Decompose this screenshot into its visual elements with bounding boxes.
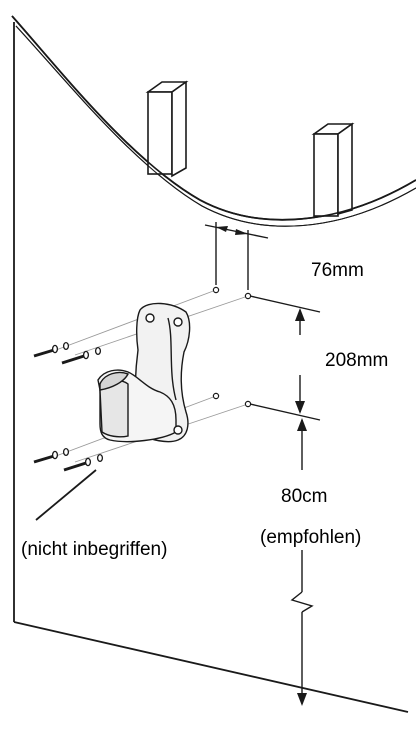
hole-bottom-left [212, 392, 220, 400]
dim-80-note: (empfohlen) [260, 527, 361, 548]
post-right [311, 122, 355, 217]
bracket-eyelet-top-right [173, 317, 183, 327]
dim-80-arrow-bottom [297, 693, 307, 706]
wall-bottom-edge [13, 621, 409, 713]
bracket-side-ridge [167, 317, 177, 401]
washer-icon [62, 341, 70, 351]
dim-76-arrow-right [235, 229, 248, 235]
bracket-cup-rim [99, 371, 129, 391]
screws [33, 341, 104, 472]
dim-208-ext-bottom [249, 403, 321, 421]
dim-208-arrow-bottom [295, 401, 305, 414]
wall-mount-bracket-icon [97, 302, 191, 443]
dim-76-label: 76mm [311, 260, 364, 281]
callout-pointer [35, 469, 97, 521]
washer-icon [94, 346, 102, 356]
hole-bottom-right [244, 400, 252, 408]
hole-top-left [212, 286, 220, 294]
wall-top-curve [11, 15, 416, 221]
dimension-lines [204, 222, 321, 706]
wall-top-curve-inner [15, 25, 416, 227]
screw-icon [63, 457, 92, 472]
screw-icon [33, 450, 59, 464]
dim-80-arrow-top [297, 418, 307, 431]
background-posts [11, 15, 416, 227]
dim-80-label: 80cm [281, 486, 327, 507]
dim-80-break [290, 591, 314, 613]
dim-208-label: 208mm [325, 350, 388, 371]
wall-holes [212, 286, 252, 408]
not-included-label: (nicht inbegriffen) [21, 539, 167, 560]
dim-208-ext-top [249, 295, 321, 313]
dim-76-arrow-left [216, 226, 228, 232]
post-left [145, 80, 189, 178]
bracket-eyelet-top-left [145, 313, 155, 323]
bracket-eyelet-bottom-right [173, 425, 183, 435]
screw-icon [61, 350, 90, 365]
washer-icon [62, 447, 70, 457]
dim-208-arrow-top [295, 308, 305, 321]
washer-icon [96, 453, 104, 463]
hole-top-right [244, 292, 252, 300]
screw-icon [33, 344, 59, 358]
